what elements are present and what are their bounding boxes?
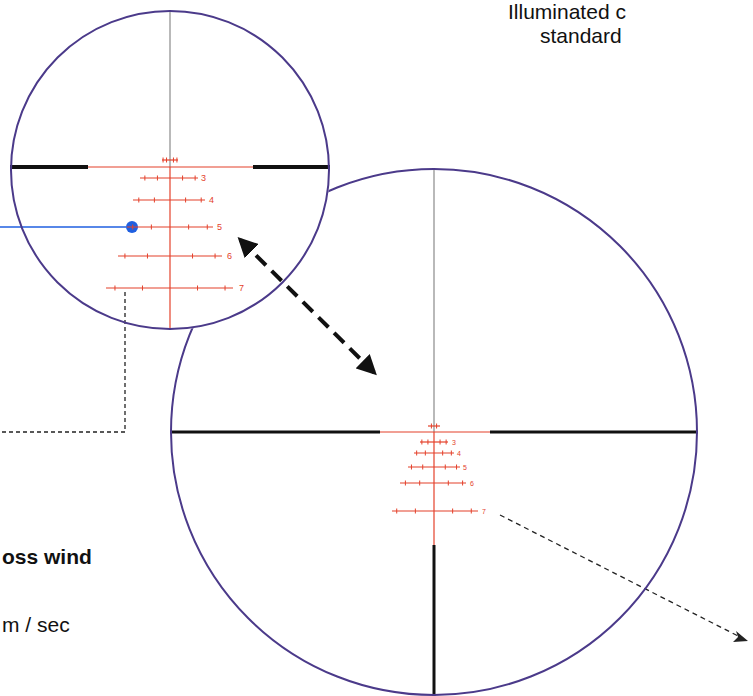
thick-post <box>433 545 436 696</box>
bar-tick <box>147 254 148 259</box>
bar-tick <box>166 158 167 163</box>
range-number: 5 <box>217 223 222 232</box>
slide-text: Illuminated c <box>508 0 626 23</box>
bar-tick <box>132 225 133 230</box>
bar-tick <box>182 176 183 181</box>
range-number: 4 <box>457 450 461 457</box>
slide-text: standard <box>540 24 622 47</box>
bar-tick <box>456 465 457 470</box>
bar-tick <box>138 198 139 203</box>
bar-tick <box>451 451 452 456</box>
dashed-leader <box>0 292 125 432</box>
range-number: 3 <box>201 174 206 183</box>
bar-tick <box>445 465 446 470</box>
range-number: 6 <box>470 480 474 487</box>
slide-text: oss wind <box>2 545 92 568</box>
slide-text: m / sec <box>2 613 70 636</box>
bar-tick <box>185 198 186 203</box>
bar-tick <box>142 286 143 291</box>
bar-tick <box>405 481 406 486</box>
illuminated-wire <box>380 431 490 432</box>
reticle-drawing <box>10 10 330 330</box>
bar-tick <box>124 254 125 259</box>
ballistic-bar <box>408 466 460 467</box>
reticle-drawing <box>170 168 698 696</box>
scope-outline <box>11 11 329 329</box>
bar-tick <box>201 198 202 203</box>
range-number: 6 <box>227 252 232 261</box>
thick-post <box>170 431 380 434</box>
bar-tick <box>415 509 416 514</box>
bar-tick <box>416 451 417 456</box>
bar-tick <box>471 509 472 514</box>
bar-tick <box>419 481 420 486</box>
range-number: 3 <box>452 439 456 446</box>
bar-tick <box>157 176 158 181</box>
bar-tick <box>197 286 198 291</box>
bar-tick <box>422 465 423 470</box>
ballistic-bar <box>133 199 205 200</box>
bar-tick <box>154 198 155 203</box>
range-number: 7 <box>482 508 486 515</box>
bar-tick <box>151 225 152 230</box>
bar-tick <box>215 254 216 259</box>
range-number: 5 <box>463 464 467 471</box>
bar-tick <box>192 254 193 259</box>
bar-tick <box>431 424 432 429</box>
dashed-leader <box>500 515 742 638</box>
vertical-wire <box>433 168 434 432</box>
reticle-circle: 3 4 5 6 7 <box>10 10 330 330</box>
ballistic-bar <box>414 452 454 453</box>
bar-tick <box>225 286 226 291</box>
bar-tick <box>462 481 463 486</box>
vertical-wire <box>169 10 170 167</box>
bar-tick <box>448 481 449 486</box>
bar-tick <box>452 509 453 514</box>
bar-tick <box>427 440 428 445</box>
bar-tick <box>176 158 177 163</box>
ballistic-bar <box>118 255 222 256</box>
bar-tick <box>446 440 447 445</box>
bar-tick <box>421 440 422 445</box>
bar-tick <box>207 225 208 230</box>
bar-tick <box>440 440 441 445</box>
bar-tick <box>144 176 145 181</box>
blue-leader <box>0 226 126 228</box>
ballistic-bar <box>400 482 466 483</box>
illuminated-wire <box>433 432 434 545</box>
ballistic-bar <box>106 287 233 288</box>
range-number: 7 <box>239 284 244 293</box>
bar-tick <box>173 158 174 163</box>
reticle-circle: 34567 <box>170 168 698 696</box>
bar-tick <box>195 176 196 181</box>
bar-tick <box>396 509 397 514</box>
illuminated-wire <box>88 166 253 167</box>
ballistic-bar <box>162 159 178 160</box>
illuminated-wire <box>169 167 170 330</box>
range-number: 4 <box>209 196 214 205</box>
bar-tick <box>411 465 412 470</box>
leader-head <box>733 631 748 642</box>
thick-post <box>490 431 698 434</box>
ballistic-bar <box>127 226 213 227</box>
bar-tick <box>163 158 164 163</box>
bar-tick <box>114 286 115 291</box>
scope-outline <box>171 169 697 695</box>
ballistic-bar <box>420 441 448 442</box>
bar-tick <box>425 451 426 456</box>
bar-tick <box>188 225 189 230</box>
zoom-arrow <box>240 240 374 373</box>
ballistic-bar <box>140 177 198 178</box>
thick-post <box>10 165 88 169</box>
bar-tick <box>436 424 437 429</box>
ballistic-bar <box>428 425 440 426</box>
thick-post <box>253 165 330 169</box>
ballistic-bar <box>392 510 478 511</box>
bar-tick <box>442 451 443 456</box>
